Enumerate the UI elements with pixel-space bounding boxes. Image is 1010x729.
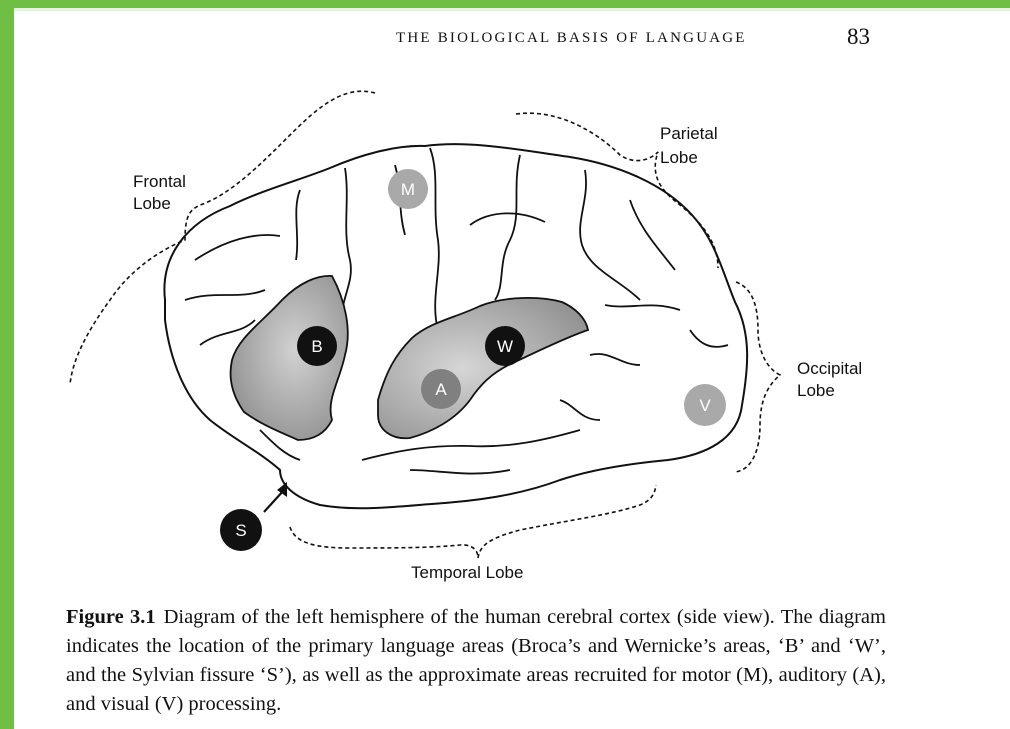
motor-marker-label: M: [401, 180, 415, 199]
parietal-label-line2: Lobe: [660, 148, 698, 167]
sylvian-marker-label: S: [235, 521, 246, 540]
parietal-label-line1: Parietal: [660, 124, 718, 143]
occipital-label-line2: Lobe: [797, 381, 835, 400]
caption-text: Diagram of the left hemisphere of the hu…: [66, 606, 886, 715]
brain-diagram: Frontal Lobe Parietal Lobe Occipital Lob…: [0, 0, 1010, 600]
frontal-label-line1: Frontal: [133, 172, 186, 191]
auditory-marker-label: A: [435, 380, 447, 399]
broca-marker-label: B: [311, 337, 322, 356]
occipital-label-line1: Occipital: [797, 359, 862, 378]
wernicke-marker-label: W: [497, 337, 513, 356]
figure-label: Figure 3.1: [66, 606, 156, 628]
frontal-label-line2: Lobe: [133, 194, 171, 213]
temporal-label: Temporal Lobe: [411, 563, 523, 582]
sylvian-arrow-shaft: [264, 490, 284, 512]
visual-marker-label: V: [699, 396, 711, 415]
